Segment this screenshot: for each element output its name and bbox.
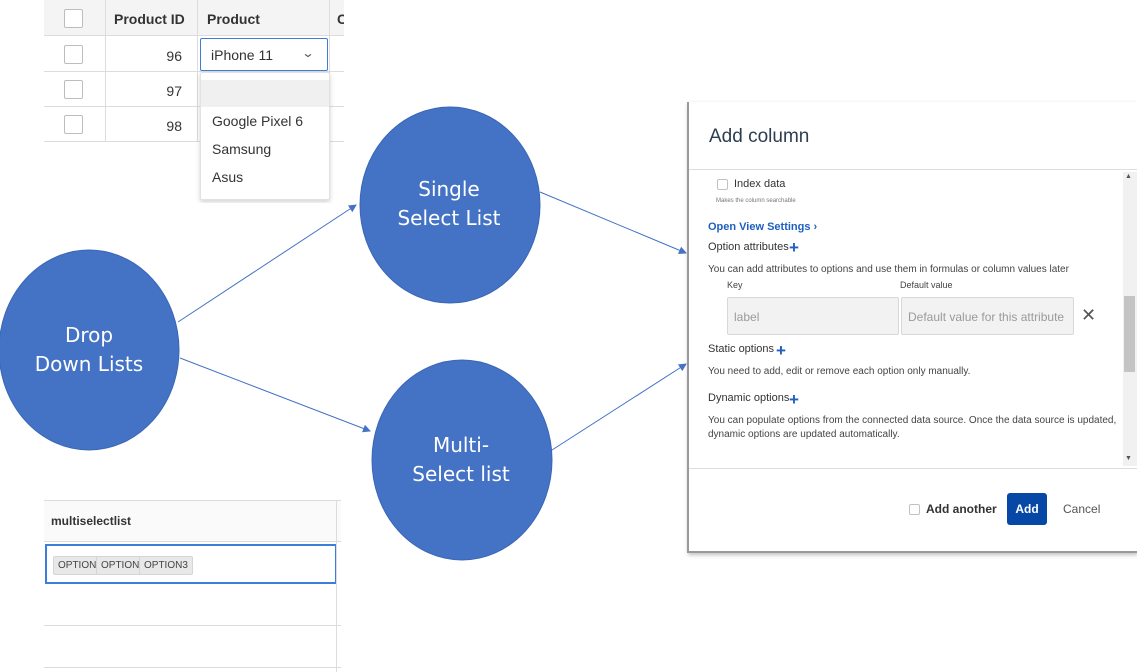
row-checkbox[interactable] [64,115,83,134]
add-column-dialog: Add column Index data Makes the column s… [687,102,1137,553]
open-view-settings-link[interactable]: Open View Settings › [708,221,818,233]
dropdown-option[interactable]: Google Pixel 6 [212,113,304,129]
multiselect-cell[interactable]: OPTION1 OPTION2 OPTION3 [45,544,337,584]
static-options-label: Static options [708,343,775,355]
dropdown-option-empty[interactable] [201,80,329,107]
table-header [44,500,341,542]
product-dropdown-menu: Google Pixel 6 Samsung Asus [200,72,330,200]
dynamic-options-desc: You can populate options from the connec… [708,415,1117,426]
add-dynamic-option-icon[interactable]: + [789,390,799,409]
header-truncated: C [337,11,344,27]
product-id-cell: 97 [166,83,182,99]
row-checkbox[interactable] [64,80,83,99]
header-product: Product [207,11,260,27]
dynamic-options-label: Dynamic options [708,392,790,404]
scroll-down-icon[interactable]: ▼ [1125,455,1132,462]
row-divider [44,667,341,668]
close-icon[interactable]: ✕ [1081,305,1097,325]
index-data-label: Index data [734,178,786,190]
scrollbar-thumb[interactable] [1124,296,1135,372]
add-option-attribute-icon[interactable]: + [789,238,799,257]
index-data-hint: Makes the column searchable [716,198,796,204]
key-input[interactable]: label [727,297,899,335]
option-attributes-desc: You can add attributes to options and us… [708,264,1069,275]
node-label-line: Down Lists [34,352,144,376]
row-divider [44,141,344,142]
node-label-line: Select List [397,206,501,230]
table-header [44,0,344,36]
add-static-option-icon[interactable]: + [776,341,786,360]
scroll-up-icon[interactable]: ▲ [1125,173,1132,180]
header-product-id: Product ID [114,11,185,27]
arrow-root-to-multi [179,357,371,433]
option-chip[interactable]: OPTION3 [139,556,193,575]
node-label-root: Drop Down Lists [9,321,169,379]
add-another-label: Add another [926,502,997,516]
arrow-root-to-single [177,204,357,323]
add-button[interactable]: Add [1007,493,1047,525]
column-divider [336,500,337,672]
default-value-input[interactable]: Default value for this attribute [901,297,1074,335]
product-select[interactable]: iPhone 11 ⌄ [200,38,328,71]
chevron-down-icon: ⌄ [301,46,315,60]
dropdown-option[interactable]: Asus [212,169,244,185]
dropdown-option[interactable]: Samsung [212,141,272,157]
select-all-checkbox[interactable] [64,9,83,28]
arrow-single-to-dialog [539,191,687,254]
dynamic-options-desc: dynamic options are updated automaticall… [708,429,900,440]
option-attributes-label: Option attributes [708,241,789,253]
node-drop-down-lists [0,249,180,451]
divider [689,169,1137,170]
add-another-checkbox[interactable] [909,504,920,515]
key-label: Key [727,280,743,290]
cancel-button[interactable]: Cancel [1063,502,1101,516]
dialog-title: Add column [709,126,810,147]
default-value-label: Default value [900,280,953,290]
node-single-select-list [359,106,541,304]
node-label-line: Multi- [432,433,490,457]
product-select-value: iPhone 11 [211,47,274,63]
row-divider [44,106,344,107]
row-divider [44,625,341,626]
product-id-cell: 96 [166,48,182,64]
header-multiselectlist: multiselectlist [51,514,132,528]
row-checkbox[interactable] [64,45,83,64]
node-label-line: Drop [64,323,114,347]
node-label-line: Select list [412,462,510,486]
static-options-desc: You need to add, edit or remove each opt… [708,366,971,377]
product-table: Product ID Product C 96 97 98 iPhone 11 … [44,0,344,203]
node-multi-select-list [371,359,553,561]
divider [689,468,1137,469]
multiselect-table: multiselectlist OPTION1 OPTION2 OPTION3 [44,500,341,672]
node-label-line: Single [418,177,480,201]
index-data-checkbox[interactable] [717,179,728,190]
arrow-multi-to-dialog [551,363,687,451]
scrollbar[interactable]: ▲ ▼ [1123,172,1137,466]
row-divider [44,71,344,72]
node-label-multi: Multi- Select list [381,431,541,489]
product-id-cell: 98 [166,118,182,134]
node-label-single: Single Select List [369,175,529,233]
